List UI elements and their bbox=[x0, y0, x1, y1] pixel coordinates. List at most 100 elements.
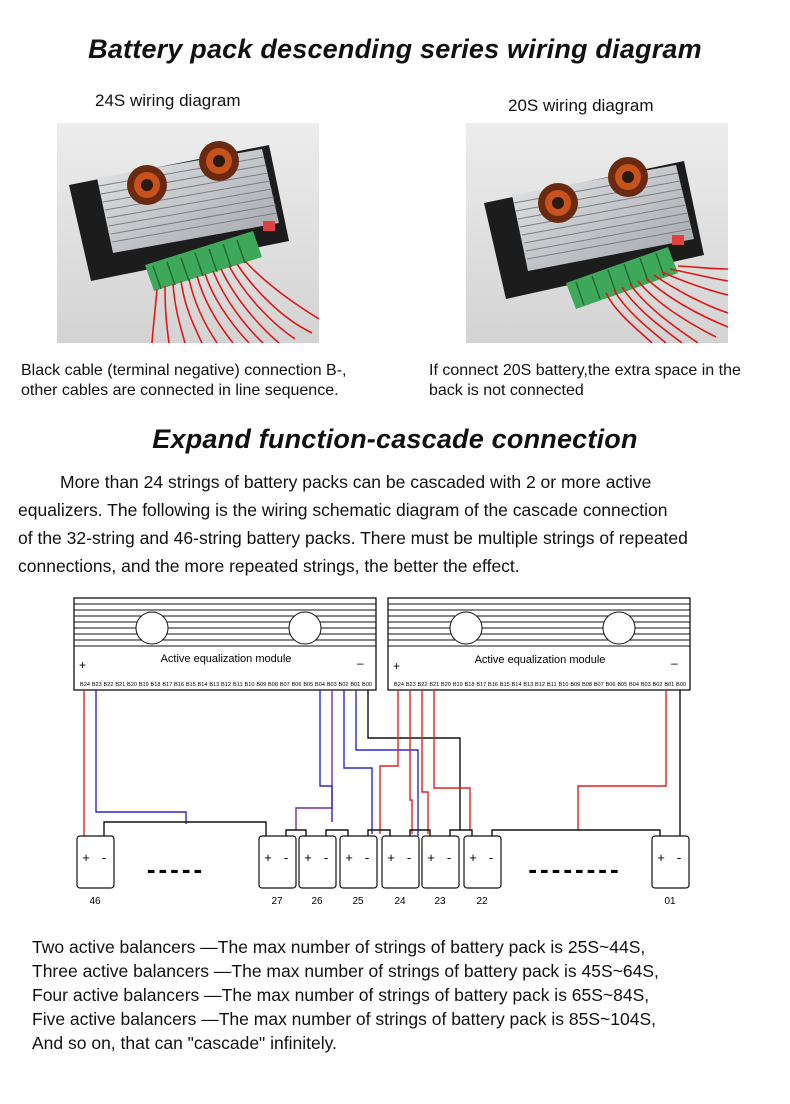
link-24-23 bbox=[409, 829, 431, 836]
wire-red-right-b23 bbox=[409, 690, 413, 834]
wire-red-right-b24 bbox=[379, 690, 399, 834]
module-pin-label: B15 bbox=[500, 682, 510, 688]
module-pin-label: B06 bbox=[606, 682, 616, 688]
module-pin-label: B12 bbox=[535, 682, 545, 688]
battery-cell: +-22 bbox=[463, 835, 502, 907]
battery-plus-terminal: + bbox=[264, 850, 272, 865]
wire-blue-left-b02 bbox=[355, 690, 419, 836]
battery-body bbox=[463, 835, 502, 889]
battery-gap-left: ----- bbox=[147, 854, 205, 884]
note-24s: Black cable (terminal negative) connecti… bbox=[21, 361, 347, 401]
link-22-01 bbox=[491, 829, 661, 836]
battery-body bbox=[339, 835, 378, 889]
module-pin-label: B12 bbox=[221, 682, 231, 688]
battery-minus-terminal: - bbox=[365, 850, 369, 865]
battery-label: 26 bbox=[311, 896, 323, 907]
module-pin-label: B18 bbox=[465, 682, 475, 688]
battery-label: 23 bbox=[434, 896, 446, 907]
page-title: Battery pack descending series wiring di… bbox=[88, 34, 702, 64]
battery-plus-terminal: + bbox=[657, 850, 665, 865]
battery-cell: +-01 bbox=[651, 835, 690, 907]
module-pin-label: B14 bbox=[198, 682, 208, 688]
battery-cell: +-25 bbox=[339, 835, 378, 907]
module-pin-label: B16 bbox=[488, 682, 498, 688]
module-right-plus: + bbox=[393, 659, 400, 673]
module-pin-label: B20 bbox=[127, 682, 137, 688]
module-pin-label: B17 bbox=[476, 682, 486, 688]
module-pin-label: B10 bbox=[245, 682, 255, 688]
module-pin-label: B13 bbox=[523, 682, 533, 688]
module-left-label: Active equalization module bbox=[161, 653, 292, 665]
module-pin-label: B23 bbox=[406, 682, 416, 688]
battery-plus-terminal: + bbox=[387, 850, 395, 865]
module-pin-label: B02 bbox=[653, 682, 663, 688]
battery-cell: +-27 bbox=[258, 835, 297, 907]
note-24s-line-2: other cables are connected in line seque… bbox=[21, 382, 339, 399]
module-pin-label: B22 bbox=[418, 682, 428, 688]
battery-minus-terminal: - bbox=[284, 850, 288, 865]
module-pin-label: B16 bbox=[174, 682, 184, 688]
module-pin-label: B17 bbox=[162, 682, 172, 688]
module-right-label: Active equalization module bbox=[475, 654, 606, 666]
list-item: Three active balancers —The max number o… bbox=[32, 961, 659, 981]
note-24s-line-1: Black cable (terminal negative) connecti… bbox=[21, 362, 347, 379]
battery-plus-terminal: + bbox=[82, 850, 90, 865]
module-pin-label: B08 bbox=[582, 682, 592, 688]
module-pin-label: B01 bbox=[350, 682, 360, 688]
module-pin-label: B01 bbox=[664, 682, 674, 688]
note-20s: If connect 20S battery,the extra space i… bbox=[429, 361, 741, 401]
battery-cell: +-24 bbox=[381, 835, 420, 907]
caption-24s: 24S wiring diagram bbox=[95, 91, 241, 110]
paragraph-line-1: More than 24 strings of battery packs ca… bbox=[60, 472, 652, 492]
caption-20s: 20S wiring diagram bbox=[508, 96, 654, 115]
list-item: Five active balancers —The max number of… bbox=[32, 1009, 656, 1029]
module-pin-label: B05 bbox=[303, 682, 313, 688]
module-left-plus: + bbox=[79, 658, 86, 672]
wire-black-left-b00 bbox=[367, 690, 461, 830]
module-pin-label: B21 bbox=[115, 682, 125, 688]
module-pin-label: B07 bbox=[594, 682, 604, 688]
battery-cell: +-23 bbox=[421, 835, 460, 907]
battery-body bbox=[76, 835, 115, 889]
link-46-27 bbox=[103, 821, 267, 836]
note-20s-line-2: back is not connected bbox=[429, 382, 584, 399]
list-item: Four active balancers —The max number of… bbox=[32, 985, 650, 1005]
battery-label: 24 bbox=[394, 896, 406, 907]
battery-minus-terminal: - bbox=[102, 850, 106, 865]
module-right-minus: – bbox=[671, 656, 678, 670]
link-23-22 bbox=[449, 829, 473, 836]
section-title-expand: Expand function-cascade connection bbox=[152, 424, 638, 454]
battery-minus-terminal: - bbox=[677, 850, 681, 865]
battery-gap-right: -------- bbox=[528, 854, 621, 884]
module-pin-label: B06 bbox=[292, 682, 302, 688]
module-pin-label: B03 bbox=[327, 682, 337, 688]
wire-blue-left-b05 bbox=[319, 690, 333, 822]
module-pin-label: B24 bbox=[80, 682, 90, 688]
board-photo-20s bbox=[466, 123, 728, 343]
battery-body bbox=[258, 835, 297, 889]
module-pin-label: B04 bbox=[315, 682, 325, 688]
wire-red-right-b21 bbox=[433, 690, 471, 830]
battery-body bbox=[298, 835, 337, 889]
board-photo-24s bbox=[57, 123, 319, 343]
battery-minus-terminal: - bbox=[489, 850, 493, 865]
module-pin-label: B07 bbox=[280, 682, 290, 688]
module-pin-label: B20 bbox=[441, 682, 451, 688]
module-pin-label: B19 bbox=[453, 682, 463, 688]
paragraph-line-4: connections, and the more repeated strin… bbox=[18, 556, 520, 576]
module-pin-label: B15 bbox=[186, 682, 196, 688]
module-pin-label: B23 bbox=[92, 682, 102, 688]
paragraph-line-3: of the 32-string and 46-string battery p… bbox=[18, 528, 688, 548]
module-pin-label: B09 bbox=[570, 682, 580, 688]
wires bbox=[83, 690, 681, 836]
module-pin-label: B19 bbox=[139, 682, 149, 688]
note-20s-line-1: If connect 20S battery,the extra space i… bbox=[429, 362, 741, 379]
description-paragraph: More than 24 strings of battery packs ca… bbox=[18, 468, 788, 580]
module-pin-label: B04 bbox=[629, 682, 639, 688]
module-pin-label: B11 bbox=[233, 682, 243, 688]
battery-body bbox=[381, 835, 420, 889]
module-pin-label: B09 bbox=[256, 682, 266, 688]
